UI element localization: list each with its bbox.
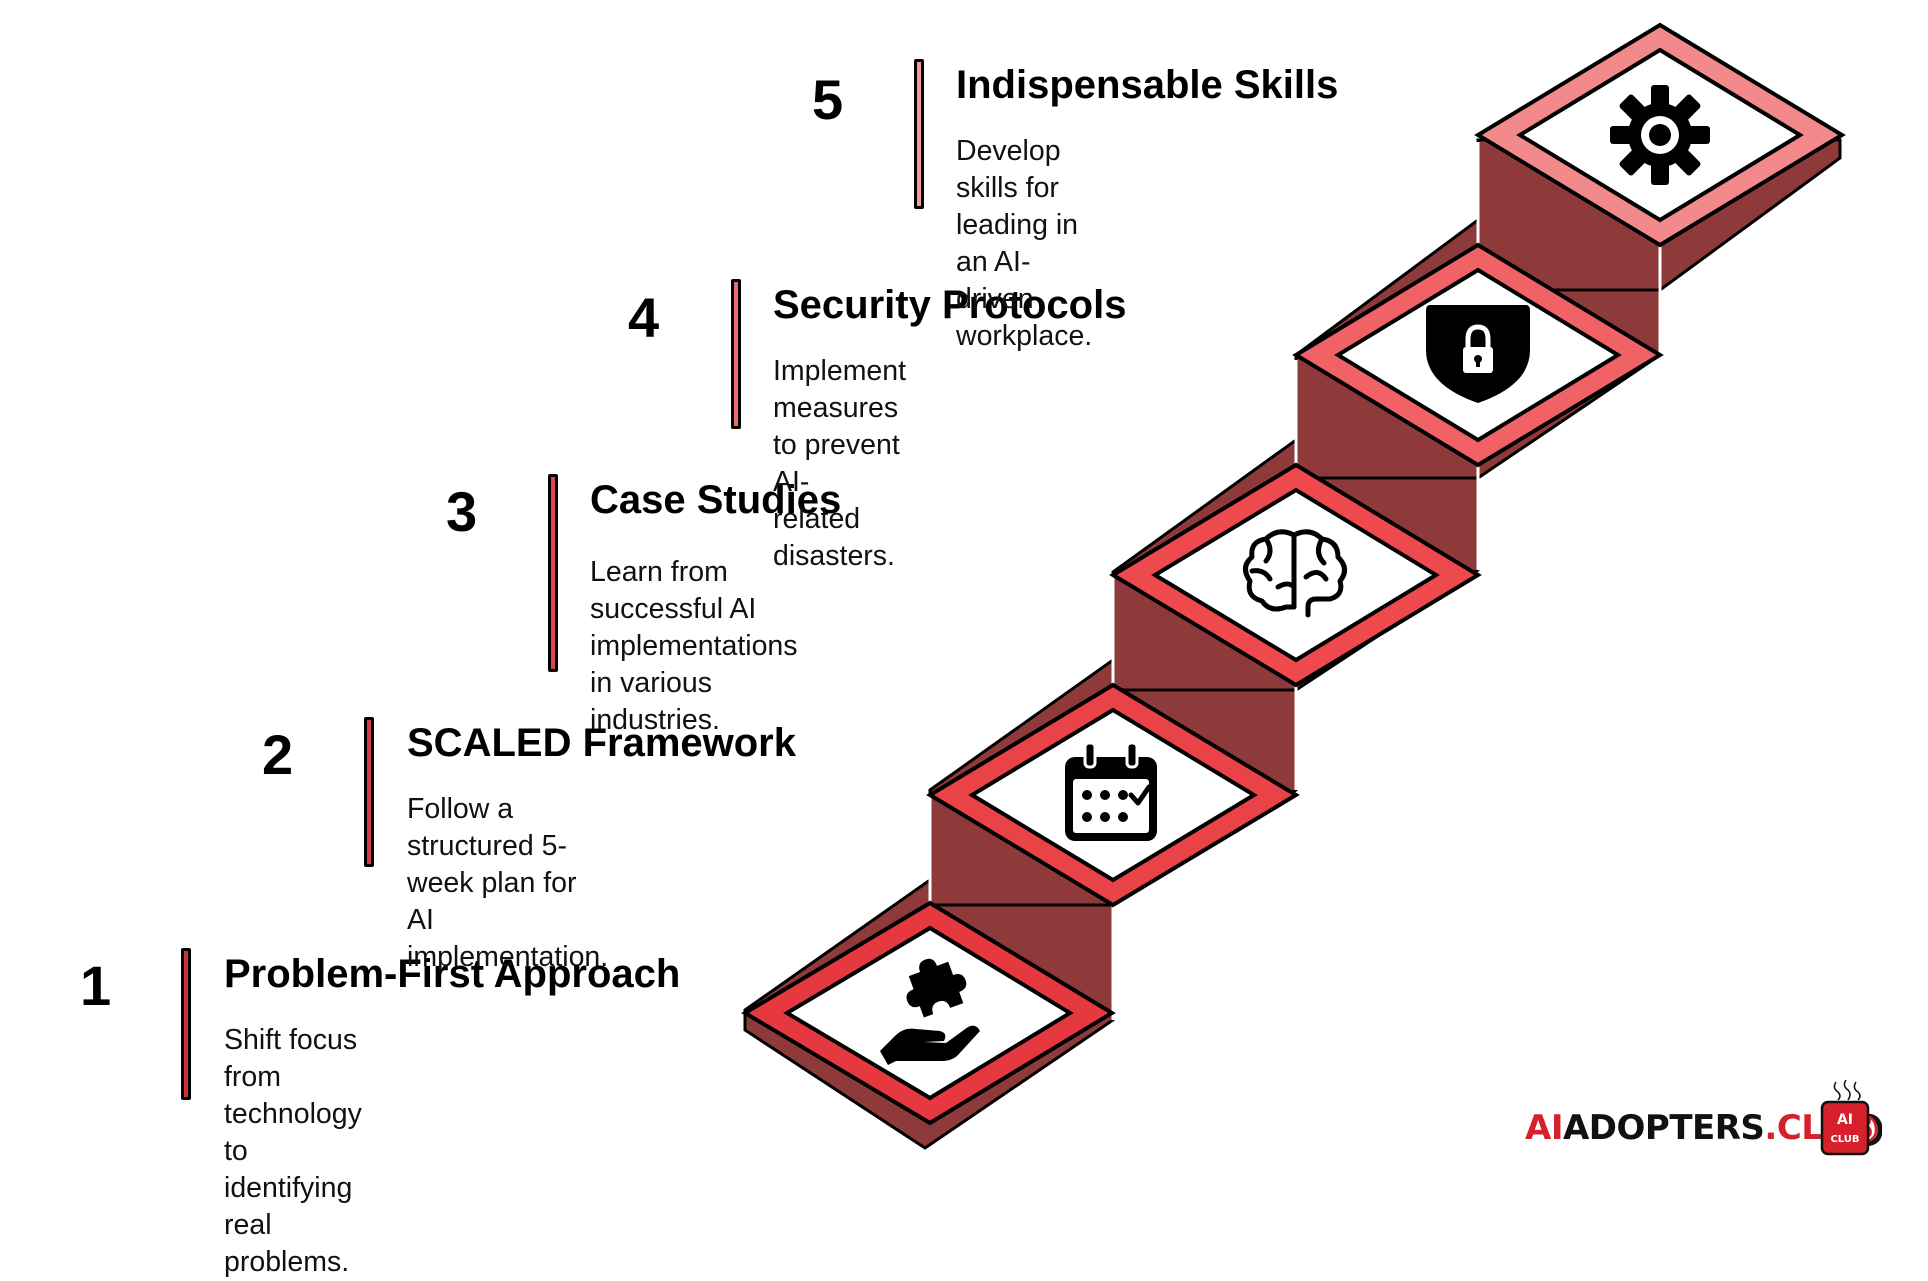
step-description: Develop skills for leading in an AI- dri… (956, 133, 1092, 355)
desc-line: implementations in various (590, 630, 798, 699)
mug-label-1: AI (1837, 1112, 1853, 1128)
step-title: SCALED Framework (407, 721, 796, 765)
desc-line: identifying real problems. (224, 1172, 353, 1278)
desc-line: Follow a structured 5-week plan for (407, 793, 577, 899)
step-number: 3 (446, 480, 478, 543)
desc-line: Shift focus from technology to (224, 1024, 362, 1167)
desc-line: Learn from successful AI (590, 556, 757, 625)
step-title: Problem-First Approach (224, 952, 681, 996)
desc-line: driven workplace. (956, 283, 1093, 352)
step-description: Learn from successful AI implementations… (590, 554, 798, 739)
desc-line: AI implementation. (407, 904, 609, 973)
step-number: 5 (812, 68, 844, 131)
step-accent-bar (181, 948, 191, 1100)
shield-lock-icon (1426, 305, 1530, 403)
step-description: Follow a structured 5-week plan for AI i… (407, 791, 608, 976)
mug-label-2: CLUB (1830, 1134, 1859, 1145)
step-number: 4 (628, 286, 660, 349)
step-accent-bar (548, 474, 558, 672)
desc-line: Develop skills for leading in an AI- (956, 135, 1079, 278)
brain-icon (1243, 529, 1347, 618)
brand-logo-text: AIADOPTERS.CLUB (1525, 1108, 1874, 1148)
desc-line: related disasters. (773, 503, 895, 572)
step-description: Implement measures to prevent AI- relate… (773, 353, 906, 575)
brand-part-ai: AI (1525, 1108, 1563, 1148)
step-title: Security Protocols (773, 283, 1127, 327)
staircase-diagram (741, 22, 1846, 1150)
desc-line: industries. (590, 704, 720, 736)
gear-icon (1610, 85, 1710, 185)
step-title: Case Studies (590, 478, 842, 522)
step-number: 1 (80, 954, 112, 1017)
step-accent-bar (364, 717, 374, 867)
brand-part-adopters: ADOPTERS (1562, 1108, 1765, 1148)
hand-puzzle-icon (880, 958, 980, 1065)
step-accent-bar (914, 59, 924, 209)
desc-line: Implement measures to prevent AI- (773, 355, 907, 498)
mug-logo-icon: AI CLUB (1820, 1079, 1882, 1156)
step-accent-bar (731, 279, 741, 429)
step-number: 2 (262, 723, 294, 786)
calendar-icon (1065, 741, 1157, 841)
step-title: Indispensable Skills (956, 63, 1339, 107)
step-description: Shift focus from technology to identifyi… (224, 1022, 362, 1281)
step-top-5 (1474, 22, 1846, 248)
